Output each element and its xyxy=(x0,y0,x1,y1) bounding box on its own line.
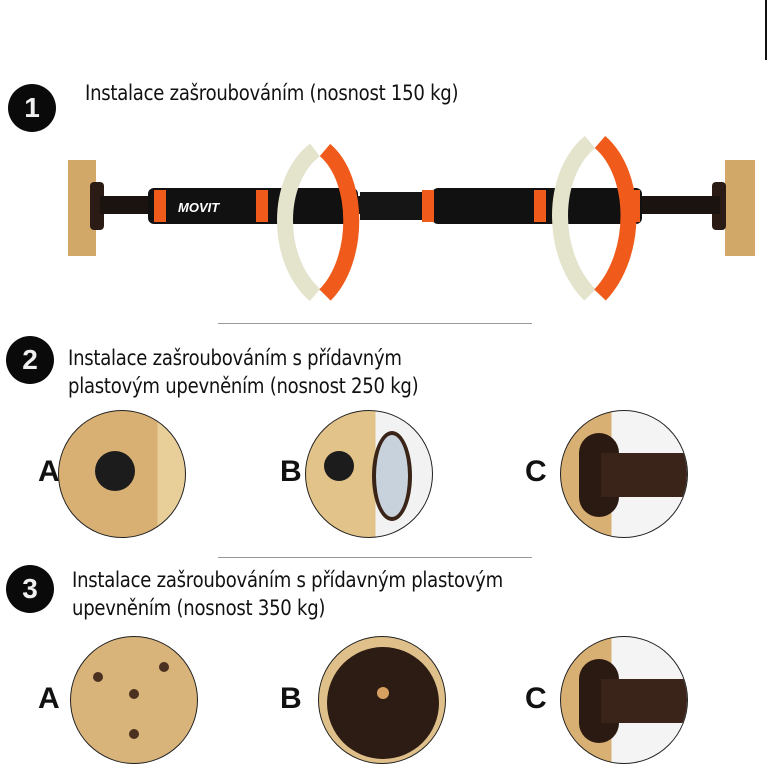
rotation-arrows-left xyxy=(277,143,360,302)
detail-image-3a xyxy=(70,636,198,764)
movit-logo: MOVIT xyxy=(178,200,220,215)
step-badge-1: 1 xyxy=(8,84,56,132)
step-number: 2 xyxy=(22,344,38,375)
title-line: Instalace zašroubováním s přídavným plas… xyxy=(72,568,503,592)
foam-grip-left xyxy=(148,188,358,224)
detail-image-2b xyxy=(305,410,433,538)
step-badge-3: 3 xyxy=(6,565,54,613)
pull-up-bar-illustration: MOVIT xyxy=(68,135,755,302)
divider xyxy=(218,323,532,324)
step-number: 1 xyxy=(24,92,40,123)
edge-line xyxy=(765,0,767,60)
variant-label-c: C xyxy=(525,455,547,488)
step-number: 3 xyxy=(22,573,38,604)
step-1-title: Instalace zašroubováním (nosnost 150 kg) xyxy=(85,79,459,107)
divider xyxy=(218,557,532,558)
variant-label-b: B xyxy=(280,455,302,488)
title-line: upevněním (nosnost 350 kg) xyxy=(72,596,326,620)
step-badge-2: 2 xyxy=(6,336,54,384)
detail-image-3b xyxy=(318,636,446,764)
variant-label-a: A xyxy=(38,455,60,488)
title-line: Instalace zašroubováním (nosnost 150 kg) xyxy=(85,81,459,105)
step-3-title: Instalace zašroubováním s přídavným plas… xyxy=(72,566,503,622)
end-cap-left xyxy=(90,182,104,230)
variant-label-b: B xyxy=(280,682,302,715)
rotation-arrows-right xyxy=(552,135,637,301)
variant-label-a: A xyxy=(38,682,60,715)
detail-image-2a xyxy=(58,410,186,538)
title-line: Instalace zašroubováním s přídavným xyxy=(68,346,402,370)
detail-image-2c xyxy=(560,410,688,538)
title-line: plastovým upevněním (nosnost 250 kg) xyxy=(68,374,419,398)
wood-frame-right xyxy=(725,160,755,256)
variant-label-c: C xyxy=(525,682,547,715)
step-2-title: Instalace zašroubováním s přídavným plas… xyxy=(68,344,419,400)
detail-image-3c xyxy=(560,636,688,764)
